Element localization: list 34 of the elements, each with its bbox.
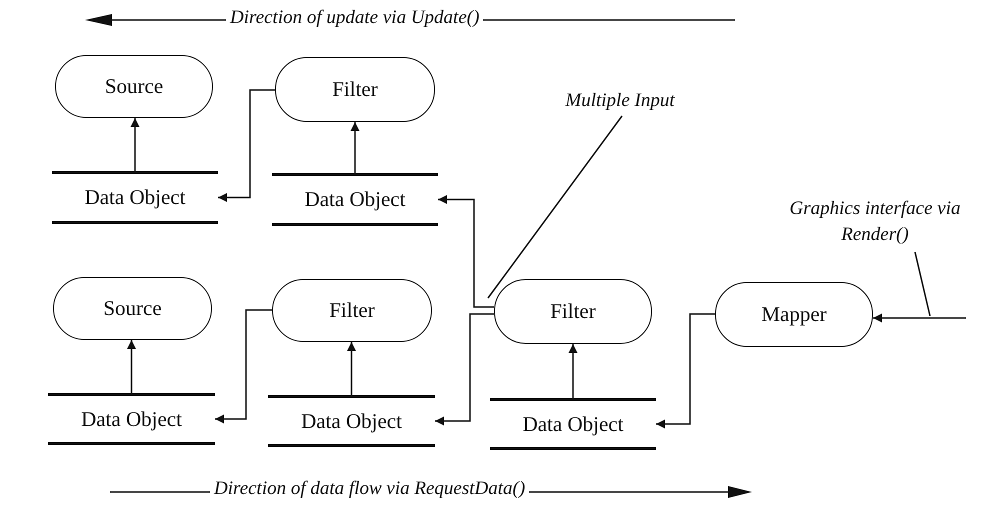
arrow bbox=[350, 122, 360, 173]
arrow bbox=[215, 309, 272, 424]
data-store bbox=[272, 173, 438, 226]
arrow bbox=[568, 344, 578, 398]
node-label: Data Object bbox=[84, 185, 186, 210]
node-label: Filter bbox=[329, 298, 375, 323]
leader-line bbox=[487, 116, 623, 298]
data-store bbox=[490, 398, 656, 450]
direction-label: Direction of data flow via RequestData() bbox=[210, 478, 530, 500]
node-label: Data Object bbox=[81, 406, 182, 432]
annotation-text: Graphics interface via Render() bbox=[780, 196, 970, 252]
arrow bbox=[435, 313, 494, 426]
arrow bbox=[127, 340, 136, 393]
node-label: Source bbox=[103, 296, 162, 321]
direction-label: Direction of update via Update() bbox=[226, 7, 484, 29]
data-store bbox=[268, 395, 435, 447]
arrow bbox=[438, 195, 494, 308]
node-label: Filter bbox=[332, 77, 378, 102]
data-store bbox=[52, 171, 218, 224]
arrow bbox=[130, 118, 140, 171]
arrow bbox=[218, 89, 275, 202]
node-label: Mapper bbox=[761, 302, 827, 327]
arrow bbox=[656, 313, 715, 428]
node-label: Filter bbox=[550, 299, 596, 324]
arrow bbox=[873, 314, 966, 322]
node-label: Data Object bbox=[522, 412, 624, 436]
process-pill bbox=[494, 279, 652, 344]
leader-line bbox=[914, 252, 931, 316]
data-store bbox=[48, 393, 215, 445]
node-label: Data Object bbox=[301, 408, 402, 434]
node-label: Source bbox=[104, 74, 164, 99]
arrow bbox=[347, 342, 356, 395]
node-label: Data Object bbox=[304, 187, 406, 212]
annotation-text: Multiple Input bbox=[540, 88, 700, 116]
